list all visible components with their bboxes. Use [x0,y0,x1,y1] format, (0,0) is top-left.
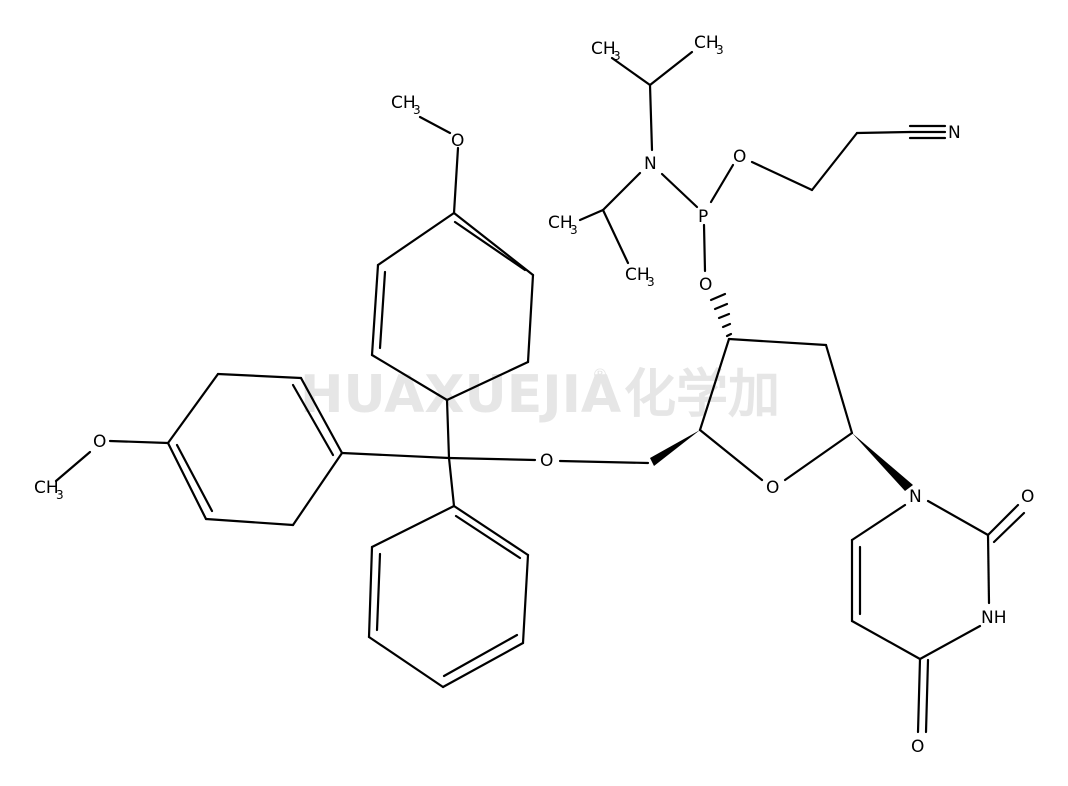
atom-labels: CH 3 O O CH 3 O O O P N CH 3 CH 3 CH 3 C… [34,33,1034,757]
atom-label-ch3-d-subscript: 3 [647,275,655,289]
atom-label-o-cyanoethyl: O [733,147,746,167]
atom-label-ch3-top-subscript: 3 [413,103,421,117]
atom-label-o-3prime: O [699,275,712,295]
atom-label-ch3-left: CH [34,478,59,498]
atom-label-ch3-a-subscript: 3 [613,49,621,63]
atom-label-n-amine: N [644,154,657,174]
atom-label-nh-uracil: NH [981,608,1007,628]
atom-label-n1-uracil: N [909,487,922,507]
atom-label-o4-uracil: O [911,737,924,757]
phenyl-ring [367,456,530,689]
atom-label-ch3-b: CH [694,33,719,53]
atom-label-ch3-left-subscript: 3 [56,488,64,502]
hashed-wedge-3prime [709,292,733,338]
atom-label-o-ring: O [766,478,779,498]
atom-label-ch3-top: CH [391,93,416,113]
phosphoramidite-group [578,50,947,273]
trityl-ether-link [447,456,650,465]
uracil-ring [850,499,1026,734]
atom-label-ch3-d: CH [625,265,650,285]
watermark-registered-mark: ® [592,365,608,384]
atom-label-o-left-methoxy: O [93,432,106,452]
watermark: HUAXUEJIA ® 化学加 [300,365,780,425]
top-methoxyphenyl [370,115,535,460]
atom-label-phosphorus: P [698,207,708,227]
watermark-brand: HUAXUEJIA [300,365,621,425]
left-methoxyphenyl [54,372,451,527]
deoxyribose-ring [650,292,913,491]
atom-label-ch3-a: CH [591,39,616,59]
atom-label-o-trityl-ether: O [540,451,553,471]
atom-label-n-nitrile: N [948,123,961,143]
atom-label-ch3-b-subscript: 3 [716,43,724,57]
watermark-chinese: 化学加 [624,365,780,425]
atom-label-o2-uracil: O [1021,487,1034,507]
atom-label-ch3-c: CH [548,213,573,233]
atom-label-o-top-methoxy: O [451,131,464,151]
atom-label-ch3-c-subscript: 3 [570,223,578,237]
